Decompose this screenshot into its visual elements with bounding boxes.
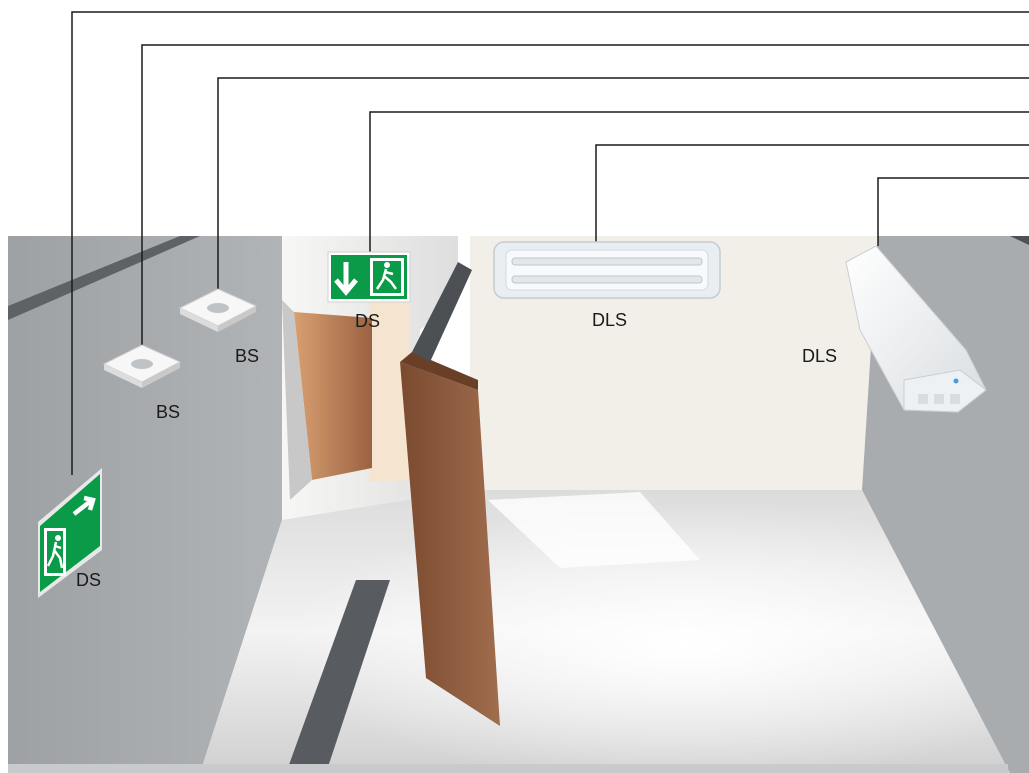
exit-sign-center	[328, 252, 410, 302]
leader-line-dls-ceiling	[596, 145, 1029, 248]
label-dls-ceiling: DLS	[592, 310, 627, 331]
label-ds-center: DS	[355, 311, 380, 332]
dls-ceiling-fixture	[494, 242, 720, 298]
running-man-exit-icon	[370, 258, 404, 296]
leader-line-ds-center	[370, 112, 1029, 252]
label-bs-lower: BS	[156, 402, 180, 423]
label-dls-wall-right: DLS	[802, 346, 837, 367]
leader-line-dls-right	[878, 178, 1029, 246]
label-ds-wall-left: DS	[76, 570, 101, 591]
running-man-exit-icon	[44, 528, 66, 576]
floor-base	[8, 764, 1008, 773]
label-bs-upper: BS	[235, 346, 259, 367]
